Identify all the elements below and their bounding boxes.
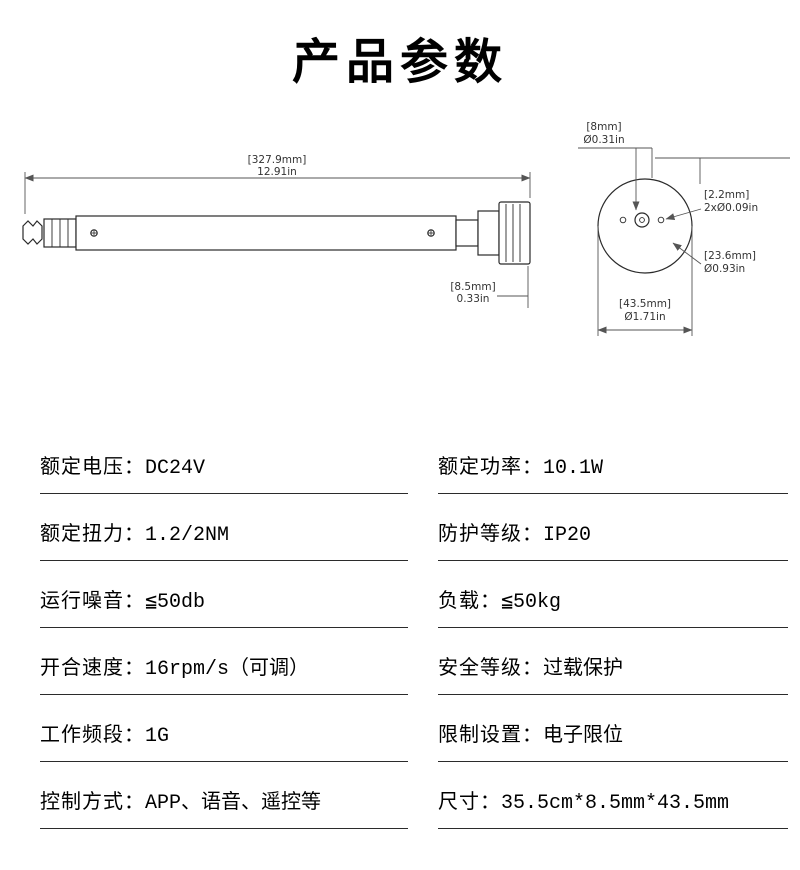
dim-offset-in: 0.33in [457,293,490,305]
spec-label: 运行噪音： [40,591,145,614]
spec-row-control-method: 控制方式：APP、语音、遥控等 [40,793,408,829]
spec-label: 限制设置： [438,725,543,748]
dim-outer-diameter-in: Ø1.71in [624,311,665,323]
spec-label: 安全等级： [438,658,543,681]
spec-row-limit-setting: 限制设置：电子限位 [438,726,788,762]
spec-row-rated-voltage: 额定电压：DC24V [40,458,408,494]
spec-value: 1.2/2NM [145,524,230,547]
motor-tube [75,215,457,251]
spec-value: 过载保护 [543,658,623,681]
spec-label: 防护等级： [438,524,543,547]
dim-holes-mm: [2.2mm] [704,189,749,201]
motor-head [455,219,479,247]
spec-label: 尺寸： [438,792,501,815]
spec-value: APP、语音、遥控等 [145,792,322,815]
dim-inner-diameter-in: Ø0.93in [704,263,745,275]
dim-overall-length-in: 12.91in [257,166,297,178]
spec-label: 控制方式： [40,792,145,815]
motor-ring [477,210,500,256]
spec-row-load: 负载：≦50kg [438,592,788,628]
spec-row-frequency: 工作频段：1G [40,726,408,762]
spec-column-left: 额定电压：DC24V 额定扭力：1.2/2NM 运行噪音：≦50db 开合速度：… [40,458,408,860]
dim-inner-diameter-mm: [23.6mm] [704,250,756,262]
end-shaft [634,212,650,228]
spec-value: 10.1W [543,457,604,480]
side-view-dimension-lines [24,172,531,308]
dim-shaft-mm: [8mm] [586,121,621,133]
spec-label: 额定电压： [40,457,145,480]
end-hole-left [619,216,627,224]
spec-value: IP20 [543,524,592,547]
spec-column-right: 额定功率：10.1W 防护等级：IP20 负载：≦50kg 安全等级：过载保护 … [438,458,788,860]
spec-label: 额定功率： [438,457,543,480]
spec-value: 1G [145,725,170,748]
dim-overall-length-mm: [327.9mm] [248,154,307,166]
spec-label: 工作频段： [40,725,145,748]
dim-outer-diameter-mm: [43.5mm] [619,298,671,310]
end-view-dimension-lines [578,147,790,336]
spec-list: 额定电压：DC24V 额定扭力：1.2/2NM 运行噪音：≦50db 开合速度：… [0,458,800,860]
spec-row-protection-rating: 防护等级：IP20 [438,525,788,561]
spec-value: 16rpm/s（可调） [145,658,310,681]
spec-label: 额定扭力： [40,524,145,547]
spec-value: ≦50kg [501,591,562,614]
spec-label: 开合速度： [40,658,145,681]
spec-row-noise: 运行噪音：≦50db [40,592,408,628]
motor-shaft-star [22,220,43,245]
spec-value: 电子限位 [543,725,623,748]
dim-offset-mm: [8.5mm] [450,281,495,293]
spec-row-speed: 开合速度：16rpm/s（可调） [40,659,408,695]
page-title: 产品参数 [291,34,508,90]
motor-side-view [22,201,531,265]
dim-holes-in: 2xØ0.09in [704,202,758,214]
end-shaft-center [639,217,645,223]
motor-end-view [597,178,693,274]
spec-row-size: 尺寸：35.5cm*8.5mm*43.5mm [438,793,788,829]
end-hole-right [657,216,665,224]
spec-value: ≦50db [145,591,206,614]
motor-crown [498,201,531,265]
spec-value: 35.5cm*8.5mm*43.5mm [501,792,730,815]
spec-label: 负载： [438,591,501,614]
spec-value: DC24V [145,457,206,480]
technical-drawing: [327.9mm] 12.91in [8.5mm] 0.33in [8mm] Ø… [22,121,790,336]
spec-row-safety-level: 安全等级：过载保护 [438,659,788,695]
spec-row-rated-torque: 额定扭力：1.2/2NM [40,525,408,561]
dim-shaft-in: Ø0.31in [583,134,624,146]
spec-row-rated-power: 额定功率：10.1W [438,458,788,494]
